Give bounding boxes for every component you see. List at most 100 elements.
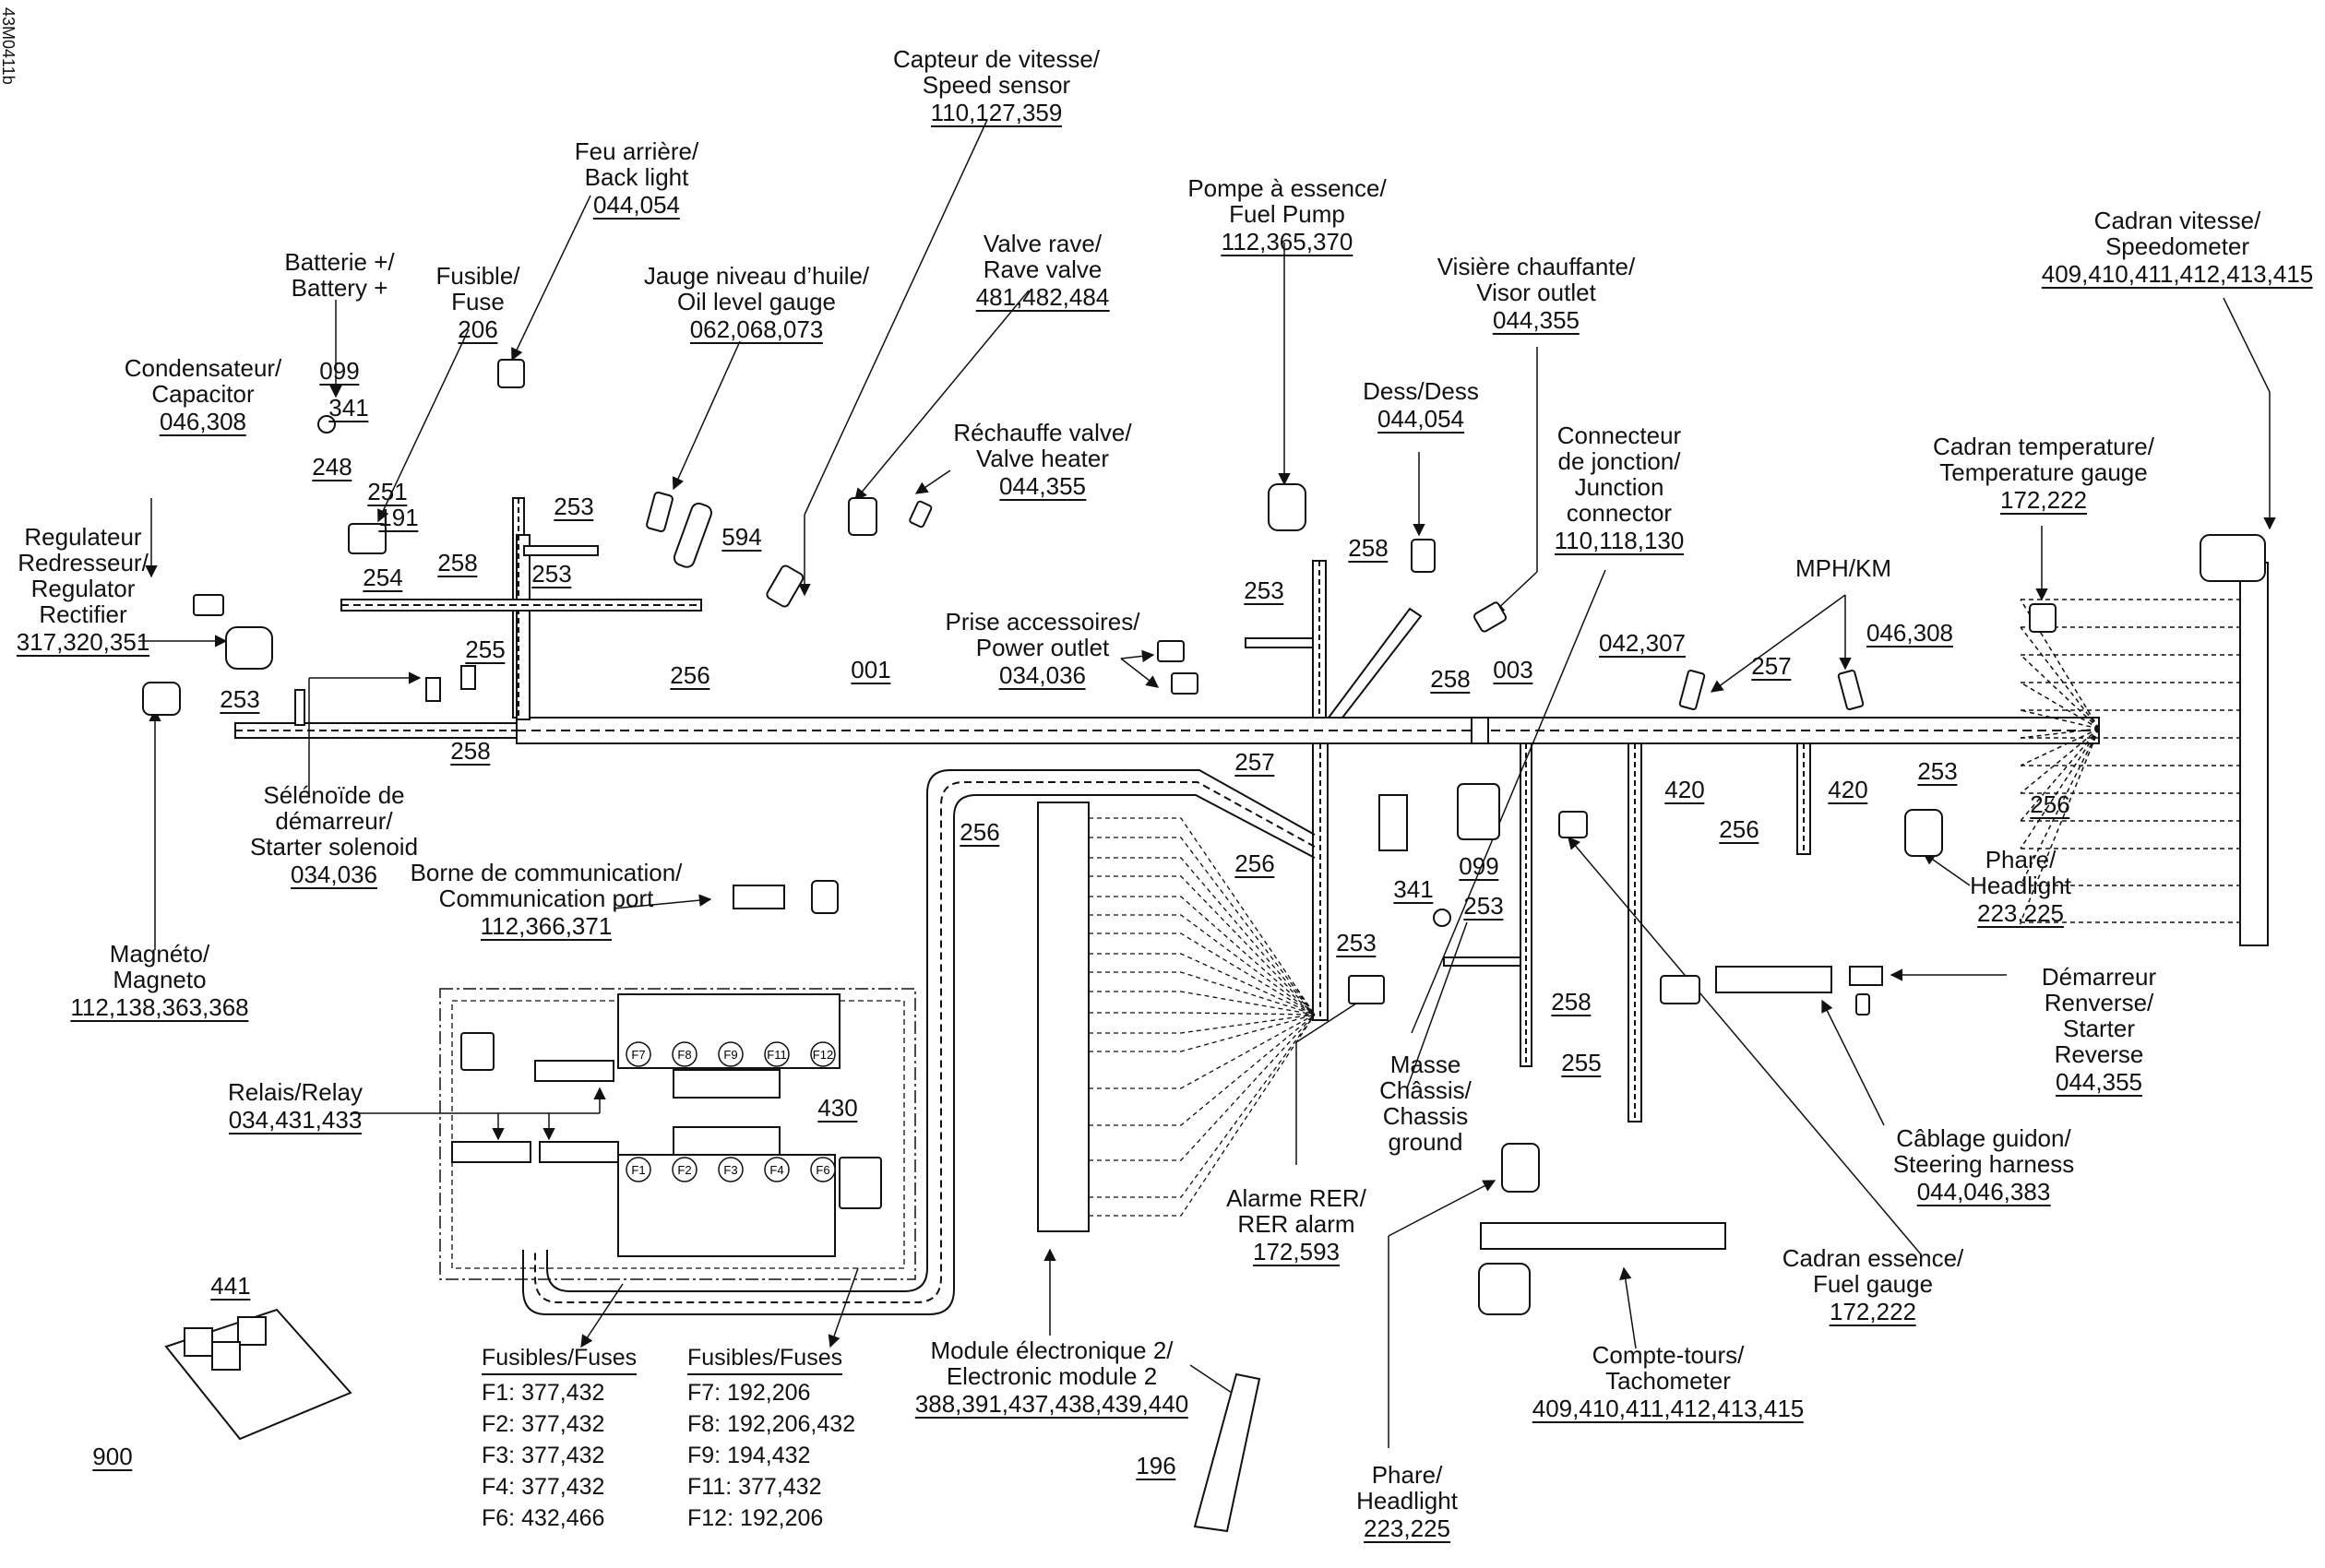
fuse-list-right: Fusibles/Fuses F7: 192,206 F8: 192,206,4…	[687, 1342, 855, 1534]
label-fr: Visière chauffante/	[1437, 253, 1636, 280]
label-fr: Dess/Dess	[1363, 377, 1479, 405]
label-fr: Sélénoïde de démarreur/	[263, 781, 405, 835]
part-number: 420	[1664, 776, 1705, 804]
module-196-body	[1193, 1372, 1261, 1533]
part-refs: 388,391,437,438,439,440	[914, 1390, 1189, 1419]
label-en: Speedometer	[2104, 232, 2250, 260]
part-number: 099	[1459, 852, 1499, 881]
part-number: 099	[319, 357, 360, 386]
part-number: 256	[670, 661, 710, 690]
fuse-entry: F7: 192,206	[687, 1380, 811, 1406]
part-number: 258	[450, 737, 491, 766]
starter-solenoid-terminal-b	[460, 665, 476, 690]
label-en: Starter solenoid	[249, 833, 419, 861]
fuse-f9-circle	[718, 1041, 744, 1067]
part-refs: 481,482,484	[975, 283, 1110, 312]
main-harness-trunk	[234, 717, 2100, 744]
fuse-f2-label: F2	[677, 1163, 691, 1177]
part-refs: 172,222	[2000, 486, 2087, 515]
branch-255-258-right	[1443, 742, 1811, 1123]
label-fr: Module électronique 2/	[930, 1336, 1174, 1364]
branch-256-center	[1312, 742, 1329, 1021]
label-fr: Alarme RER/	[1226, 1184, 1366, 1212]
back-light-connector	[497, 359, 525, 388]
callout-capacitor: Condensateur/ Capacitor 046,308	[125, 355, 281, 436]
fuse-entry: F9: 194,432	[687, 1443, 811, 1468]
branch-258-center	[1245, 560, 1423, 719]
callout-speedometer: Cadran vitesse/ Speedometer 409,410,411,…	[2041, 207, 2314, 289]
part-refs: 044,355	[999, 472, 1086, 501]
part-refs: 110,118,130	[1554, 527, 1685, 555]
part-refs: 409,410,411,412,413,415	[1532, 1395, 1805, 1423]
label-en: Chassis ground	[1382, 1102, 1469, 1156]
fuse-entry: F12: 192,206	[687, 1505, 824, 1531]
leader-lines	[138, 119, 2276, 1448]
part-number: 258	[1430, 665, 1471, 694]
label-fr: Regulateur Redresseur/	[18, 523, 149, 576]
callout-visor-outlet: Visière chauffante/ Visor outlet 044,355	[1437, 254, 1635, 335]
regulator-rectifier-body	[225, 626, 273, 670]
part-refs: 317,320,351	[16, 628, 150, 657]
part-number: 253	[1244, 576, 1284, 605]
callout-chassis-ground: Masse Châssis/ Chassis ground	[1365, 1051, 1485, 1155]
part-number: 441	[210, 1272, 251, 1301]
part-refs: 044,046,383	[1916, 1178, 2051, 1206]
label-fr: Borne de communication/	[410, 859, 683, 886]
fuse-f8-circle	[672, 1041, 698, 1067]
oil-gauge-connector	[646, 491, 674, 533]
chassis-ground-ring	[1433, 909, 1451, 927]
junction-connector-body	[1457, 783, 1500, 840]
label-en: Headlight	[1970, 872, 2071, 899]
speedometer-connector	[2200, 534, 2266, 582]
label-en: Valve heater	[975, 445, 1110, 472]
fuse-holder	[348, 523, 387, 554]
part-number: 258	[437, 549, 478, 577]
callout-headlight-bottom: Phare/ Headlight 223,225	[1356, 1462, 1458, 1543]
part-refs: 112,365,370	[1221, 228, 1353, 256]
label-en: Power outlet	[975, 634, 1110, 661]
label-fr: Phare/	[1371, 1461, 1443, 1489]
label-en: Oil level gauge	[676, 288, 836, 315]
fuse-f9-label: F9	[723, 1048, 737, 1062]
part-number: 341	[1393, 875, 1434, 904]
fuse-list-header: Fusibles/Fuses	[482, 1342, 638, 1375]
label-fr: MPH/KM	[1795, 554, 1891, 582]
callout-rer-alarm: Alarme RER/ RER alarm 172,593	[1226, 1185, 1366, 1266]
power-outlet-upper	[1157, 640, 1185, 662]
label-fr: Feu arrière/	[574, 137, 699, 165]
fuse-f1-label: F1	[631, 1163, 645, 1177]
callout-speed-sensor: Capteur de vitesse/ Speed sensor 110,127…	[893, 46, 1100, 127]
headlight-bottom-connector	[1501, 1143, 1540, 1193]
power-outlet-lower	[1171, 672, 1198, 695]
label-fr: Cadran vitesse/	[2093, 207, 2261, 234]
fuse-f4-circle	[764, 1157, 790, 1182]
speed-sensor-connector	[766, 564, 805, 608]
part-number: 253	[220, 685, 260, 714]
callout-starter-solenoid: Sélénoïde de démarreur/ Starter solenoid…	[228, 782, 440, 889]
fuel-pump-connector	[1268, 483, 1306, 531]
part-number: 253	[1917, 757, 1958, 786]
part-refs: 112,366,371	[480, 912, 613, 941]
label-en: Regulator Rectifier	[30, 575, 136, 628]
callout-fuel-gauge: Cadran essence/ Fuel gauge 172,222	[1782, 1245, 1963, 1326]
part-number: 257	[1751, 652, 1792, 681]
part-refs: 046,308	[160, 408, 246, 436]
starter-solenoid-terminal-a	[425, 677, 441, 702]
label-fr: Connecteur de jonction/	[1556, 422, 1682, 475]
part-number: 191	[378, 504, 419, 532]
label-en: Steering harness	[1892, 1150, 2075, 1178]
fuse-f4-label: F4	[769, 1163, 783, 1177]
label-en: Fuel gauge	[1812, 1270, 1934, 1298]
fuse-entry: F8: 192,206,432	[687, 1411, 856, 1437]
callout-steering-harness: Câblage guidon/ Steering harness 044,046…	[1892, 1125, 2075, 1206]
fuse-f1-circle	[626, 1157, 651, 1182]
relay-r2	[237, 1316, 267, 1346]
fuel-gauge-connector	[1558, 811, 1588, 838]
label-en: Starter Reverse	[2054, 1015, 2144, 1068]
fuse-f3-circle	[718, 1157, 744, 1182]
label-fr: Phare/	[1985, 846, 2057, 873]
label-en: Temperature gauge	[1939, 458, 2148, 486]
relay-icon	[460, 1032, 495, 1071]
label-fr: Valve rave/	[983, 230, 1103, 257]
